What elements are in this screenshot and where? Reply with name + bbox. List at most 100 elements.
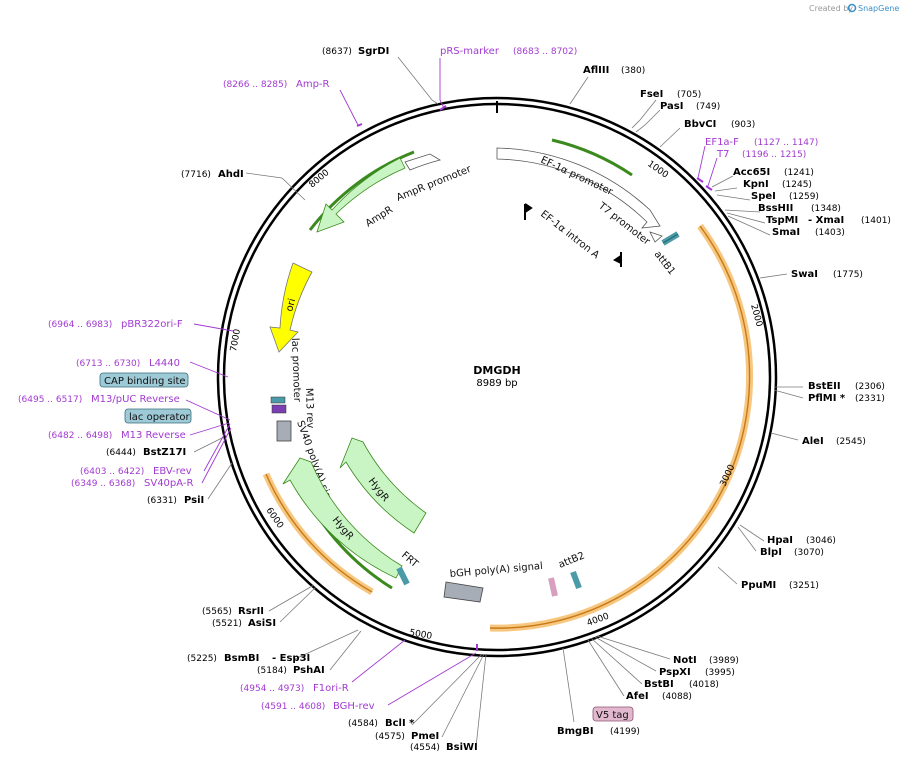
site-bsshii-pos: (1348) [811,204,841,214]
primer-ampr-name: Amp-R [296,79,330,90]
site-rsrii-pos: (5565) [202,607,232,617]
cap-binding-site-box [99,372,189,388]
lac-promoter-label: lac promoter [289,338,302,403]
site-ahdi: AhdI [218,169,244,180]
site-bsteii: BstEII [808,381,841,392]
site-afei-pos: (4088) [662,692,692,702]
primer-m13puc-name: M13/pUC Reverse [91,394,180,405]
direction-arc-top [551,138,633,177]
flag-icon-end [613,252,622,267]
primer-m13r-pos: (6482 .. 6498) [48,431,112,441]
highlight-arc-left-line [265,473,373,593]
site-bsmbi-pos: (5225) [187,654,217,664]
site-hpai-pos: (3046) [806,536,836,546]
site-acc65i: Acc65I [733,167,770,178]
site-fsei-pos: (705) [677,90,701,100]
attb1-label: attB1 [652,249,677,277]
hygr-arrow-1 [339,437,427,534]
site-rsrii: RsrII [238,606,264,617]
site-pasi-pos: (749) [696,102,720,112]
site-bmgbi: BmgBI [557,726,594,737]
site-smai: SmaI [772,227,800,238]
site-pshai-pos: (5184) [257,666,287,676]
primer-ef1af-name: EF1a-F [705,137,739,148]
site-swai: SwaI [791,269,818,280]
site-bsiwi-pos: (4554) [410,743,440,753]
ef1a-intron-label: EF-1α intron A [538,209,601,262]
site-afei: AfeI [626,691,649,702]
leader-lines [193,56,804,748]
ampr-promoter-arrow [404,153,442,171]
lac-operator-label: lac operator [129,412,190,423]
site-bbvci: BbvCI [684,119,716,130]
primer-m13puc-pos: (6495 .. 6517) [18,395,82,405]
primer-l4440-name: L4440 [149,358,180,369]
site-xmai: - XmaI [808,215,844,226]
site-bsmbi: BsmBI [224,653,259,664]
site-bmgbi-pos: (4199) [610,727,640,737]
primer-pbr-name: pBR322ori-F [121,319,183,330]
site-fsei: FseI [640,89,663,100]
site-smai-pos: (1403) [815,228,845,238]
primer-mark-t7 [705,185,713,191]
v5-marker-icon [548,577,558,597]
primer-ebv-pos: (6403 .. 6422) [80,467,144,477]
primer-f1ori-name: F1ori-R [313,683,349,694]
site-ppumi-pos: (3251) [789,581,819,591]
site-blpi-pos: (3070) [794,548,824,558]
site-esp3i: - Esp3I [272,653,310,664]
primer-bgh-pos: (4591 .. 4608) [261,702,325,712]
site-noti: NotI [673,655,697,666]
created-by-text: Created by [809,4,853,13]
site-bstbi: BstBI [644,679,674,690]
lac-operator-box [124,408,192,424]
tick-3000: 3000 [719,463,738,488]
site-spei-pos: (1259) [789,192,819,202]
site-aflii: AflIII [583,65,609,76]
primer-sv40pa-pos: (6349 .. 6368) [71,479,135,489]
site-asisi: AsiSI [248,618,276,629]
site-bstbi-pos: (4018) [689,680,719,690]
site-alei-pos: (2545) [836,437,866,447]
site-bstz17i-pos: (6444) [106,448,136,458]
ampr-cds-label: AmpR [364,204,395,229]
primer-prs-pos: (8683 .. 8702) [513,47,577,57]
backbone-outer [216,96,778,658]
site-ahdi-pos: (7716) [181,170,211,180]
bgh-box [443,581,484,603]
site-kpni: KpnI [743,179,769,190]
site-pflmi-pos: (2331) [855,394,885,404]
hygr-arrow-2 [282,457,403,579]
site-hpai: HpaI [767,535,793,546]
v5-tag-label: V5 tag [596,710,629,721]
primer-mark-prs [439,105,447,111]
snapgene-logo-icon [847,3,857,13]
site-bsshii: BssHII [758,203,793,214]
site-tspmi-pos: (1401) [861,216,891,226]
site-alei: AleI [802,436,824,447]
flag-icon-start [524,203,533,220]
site-swai-pos: (1775) [833,270,863,280]
ampr-promoter-label: AmpR promoter [395,163,474,203]
site-sgrdi-pos: (8637) [322,47,352,57]
primer-t7-name: T7 [716,149,729,160]
direction-arc-ampr [308,150,415,231]
snapgene-brand: SnapGene [858,4,899,13]
site-tspmi: TspMI [766,215,798,226]
bgh-label: bGH poly(A) signal [449,561,543,580]
site-bcli: BclI * [385,718,415,729]
primer-ef1af-pos: (1127 .. 1147) [754,138,818,148]
site-psti: PsiI [184,495,204,506]
site-pmei: PmeI [411,731,439,742]
primer-sv40pa-name: SV40pA-R [144,478,193,489]
site-asisi-pos: (5521) [212,619,242,629]
ampr-cds-arrow [316,157,406,233]
site-bbvci-pos: (903) [731,120,755,130]
site-bsteii-pos: (2306) [855,382,885,392]
site-pspxi: PspXI [659,667,691,678]
primer-m13r-name: M13 Reverse [121,430,186,441]
lac-marker-b [271,404,287,414]
tick-7000: 7000 [229,328,243,353]
site-bstz17i: BstZ17I [143,447,186,458]
